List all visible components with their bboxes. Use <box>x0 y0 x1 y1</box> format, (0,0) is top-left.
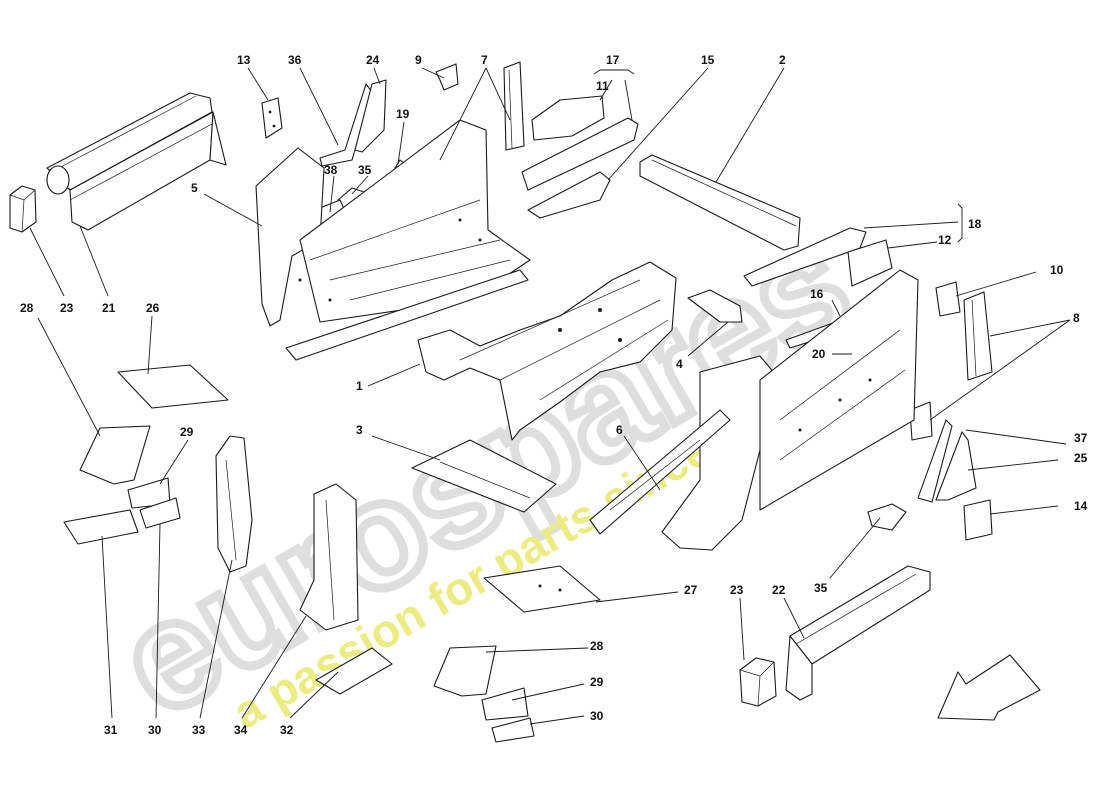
part-4-floor-plate <box>687 289 743 323</box>
bracket-17 <box>593 69 635 75</box>
part-35-bracket-right <box>867 503 907 531</box>
callout-16: 16 <box>810 287 824 301</box>
part-31-plate <box>63 509 139 545</box>
part-21-box-section <box>46 92 227 231</box>
callout-14: 14 <box>1074 499 1088 513</box>
callout-15: 15 <box>701 53 715 67</box>
part-13-bracket <box>261 97 283 139</box>
part-22-box-section <box>785 565 931 701</box>
part-37-trim <box>917 419 953 503</box>
callout-6: 6 <box>616 423 623 437</box>
bracket-18 <box>957 203 963 243</box>
part-8-post <box>909 291 993 441</box>
part-28-bracket-right <box>433 645 497 697</box>
part-10-bracket <box>935 281 961 317</box>
part-26-floor-plate <box>117 364 229 409</box>
part-5-side-structure <box>255 119 531 361</box>
callout-12: 12 <box>938 233 952 247</box>
callout-19: 19 <box>396 107 410 121</box>
part-23-box <box>9 185 37 233</box>
part-27-floor-plate <box>483 565 601 613</box>
part-2-sill <box>639 154 801 251</box>
callout-9: 9 <box>415 53 422 67</box>
callout-38: 38 <box>324 163 338 177</box>
part-6-side-structure <box>589 269 919 551</box>
callout-13: 13 <box>237 53 251 67</box>
callout-21: 21 <box>102 301 116 315</box>
callout-labels: 13 36 24 9 7 17 11 15 2 19 38 35 5 18 12… <box>20 53 1088 737</box>
callout-10: 10 <box>1050 263 1064 277</box>
part-9-bracket <box>435 63 459 91</box>
callout-8: 8 <box>1073 311 1080 325</box>
part-32-plate <box>315 647 393 695</box>
callout-18: 18 <box>968 217 982 231</box>
part-3-crossmember <box>411 439 557 513</box>
callout-36: 36 <box>288 53 302 67</box>
part-33-pillar <box>215 435 253 573</box>
callout-34: 34 <box>234 723 248 737</box>
part-29-right <box>481 687 529 721</box>
part-1-central-tunnel <box>417 261 677 441</box>
callout-30-left: 30 <box>148 723 162 737</box>
callout-11: 11 <box>596 79 609 93</box>
part-18-rail <box>743 227 867 287</box>
part-24-trim <box>354 79 387 153</box>
part-12-panel <box>847 239 893 287</box>
callout-32: 32 <box>280 723 294 737</box>
callout-27: 27 <box>684 583 698 597</box>
callout-7: 7 <box>481 53 488 67</box>
part-34-pillar <box>299 483 359 631</box>
callout-5: 5 <box>191 181 198 195</box>
callout-35-bottom: 35 <box>814 581 828 595</box>
part-14-bracket <box>963 499 993 541</box>
callout-33: 33 <box>192 723 206 737</box>
callout-20: 20 <box>812 347 826 361</box>
callout-25: 25 <box>1074 451 1088 465</box>
part-28-bracket-left <box>79 425 151 485</box>
part-30-box-left <box>139 497 181 529</box>
part-23-box-bottom <box>739 657 777 707</box>
callout-31: 31 <box>104 723 118 737</box>
part-25-trim <box>935 431 977 501</box>
part-11-panel <box>531 95 605 141</box>
callout-23-bottom: 23 <box>730 583 744 597</box>
part-15-rail <box>527 171 611 219</box>
part-30-box-right <box>491 717 535 743</box>
part-17-rail <box>521 117 639 191</box>
callout-4: 4 <box>676 357 683 371</box>
callout-28-left: 28 <box>20 301 34 315</box>
callout-1: 1 <box>356 379 363 393</box>
callout-29-left: 29 <box>180 425 194 439</box>
callout-22: 22 <box>772 583 786 597</box>
callout-37: 37 <box>1074 431 1088 445</box>
callout-28-right: 28 <box>590 639 604 653</box>
arrow-down-left-icon <box>937 654 1041 721</box>
callout-23-top: 23 <box>60 301 74 315</box>
callout-17: 17 <box>606 53 620 67</box>
callout-24: 24 <box>366 53 380 67</box>
callout-2: 2 <box>779 53 786 67</box>
callout-3: 3 <box>356 423 363 437</box>
callout-35-top: 35 <box>358 163 372 177</box>
callout-26: 26 <box>146 301 160 315</box>
callout-29-right: 29 <box>590 675 604 689</box>
callout-30-right: 30 <box>590 709 604 723</box>
leader-lines <box>29 67 1071 725</box>
